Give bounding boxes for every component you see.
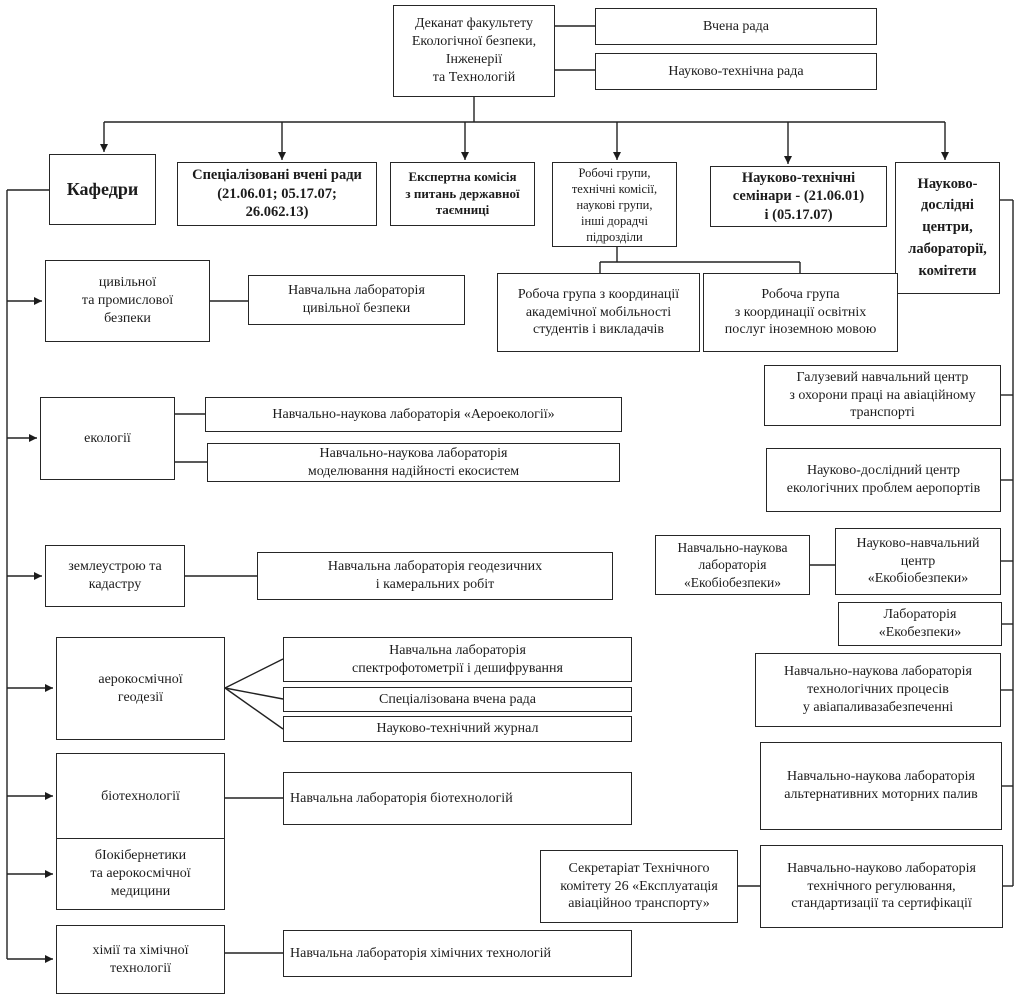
node-specialized-academic-council: Спеціалізована вчена рада (283, 687, 632, 712)
node-specialized-councils: Спеціалізовані вчені ради (21.06.01; 05.… (177, 162, 377, 226)
node-dept-biotech: біотехнології (56, 753, 225, 840)
node-secretariat-tc26: Секретаріат Технічного комітету 26 «Експ… (540, 850, 738, 923)
node-dept-chemistry: хімії та хімічної технології (56, 925, 225, 994)
node-dept-ecology: екології (40, 397, 175, 480)
node-lab-chemtech: Навчальна лабораторія хімічних технологі… (283, 930, 632, 977)
node-kafedry: Кафедри (49, 154, 156, 225)
node-seminars: Науково-технічні семінари - (21.06.01) і… (710, 166, 887, 227)
node-lab-ecosystem-modeling: Навчально-наукова лабораторія моделюванн… (207, 443, 620, 482)
node-ecosafety-lab: Лабораторія «Екобезпеки» (838, 602, 1002, 646)
node-lab-aeroecology: Навчально-наукова лабораторія «Аероеколо… (205, 397, 622, 432)
node-occupational-safety-center: Галузевий навчальний центр з охорони пра… (764, 365, 1001, 426)
node-dept-aerospace-geodesy: аерокосмічної геодезії (56, 637, 225, 740)
node-airport-ecology-center: Науково-дослідний центр екологічних проб… (766, 448, 1001, 512)
node-working-groups: Робочі групи, технічні комісії, наукові … (552, 162, 677, 247)
node-ecobio-lab: Навчально-наукова лабораторія «Екобіобез… (655, 535, 810, 595)
node-dept-biocybernetics: бІокібернетики та аерокосмічної медицини (56, 838, 225, 910)
node-fuel-process-lab: Навчально-наукова лабораторія технологіч… (755, 653, 1001, 727)
node-wg-mobility: Робоча група з координації академічної м… (497, 273, 700, 352)
node-alt-fuel-lab: Навчально-наукова лабораторія альтернати… (760, 742, 1002, 830)
node-research-centers: Науково- дослідні центри, лабораторії, к… (895, 162, 1000, 294)
node-dept-land-cadastre: землеустрою та кадастру (45, 545, 185, 607)
node-tech-regulation-lab: Навчально-науково лабораторія технічного… (760, 845, 1003, 928)
node-lab-geodesy: Навчальна лабораторія геодезичних і каме… (257, 552, 613, 600)
node-scientific-technical-council: Науково-технічна рада (595, 53, 877, 90)
node-dean: Деканат факультету Екологічної безпеки, … (393, 5, 555, 97)
node-wg-foreign-language: Робоча група з координації освітніх посл… (703, 273, 898, 352)
node-dept-civil-safety: цивільної та промислової безпеки (45, 260, 210, 342)
node-scientific-journal: Науково-технічний журнал (283, 716, 632, 742)
node-lab-civil-safety: Навчальна лабораторія цивільної безпеки (248, 275, 465, 325)
node-lab-spectrophotometry: Навчальна лабораторія спектрофотометрії … (283, 637, 632, 682)
node-academic-council: Вчена рада (595, 8, 877, 45)
node-ecobio-center: Науково-навчальний центр «Екобіобезпеки» (835, 528, 1001, 595)
node-lab-biotech: Навчальна лабораторія біотехнологій (283, 772, 632, 825)
node-expert-commission: Експертна комісія з питань державної тає… (390, 162, 535, 226)
